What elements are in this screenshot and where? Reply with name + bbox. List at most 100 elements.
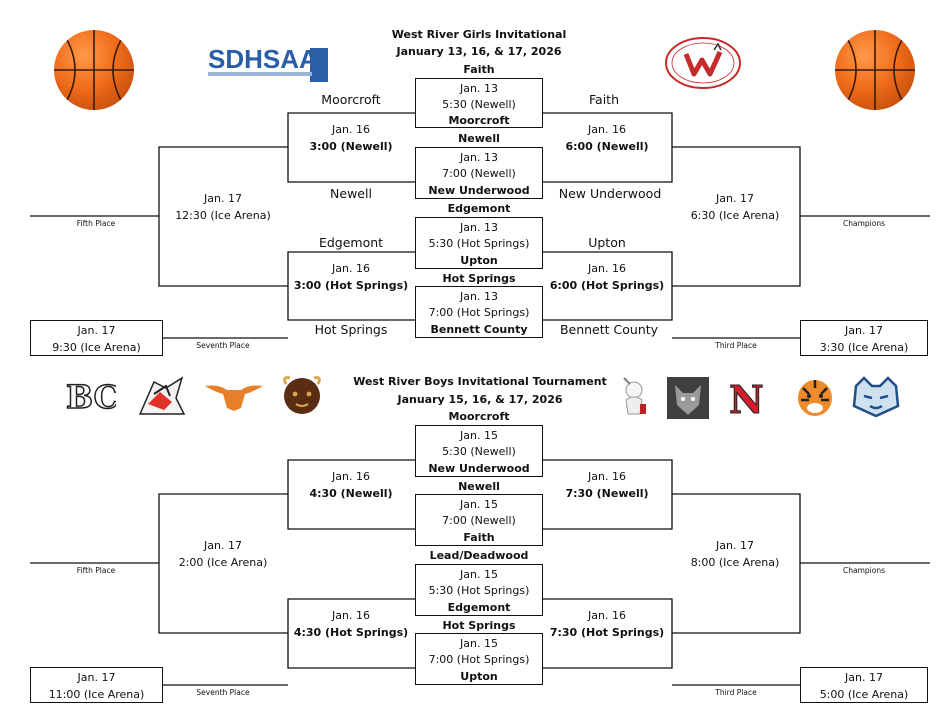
game-date: Jan. 15	[460, 429, 498, 442]
game-time: 7:00 (Newell)	[442, 514, 516, 527]
champions-time: 8:00 (Ice Arena)	[690, 556, 780, 569]
girls-game-1: Jan. 13 5:30 (Newell) Moorcroft	[415, 78, 543, 128]
boys-dates: January 15, 16, & 17, 2026	[397, 393, 563, 406]
fifth-time: 12:30 (Ice Arena)	[175, 209, 271, 222]
boys-team-upton: Upton	[460, 670, 498, 683]
semi-label: Bennett County	[559, 322, 659, 337]
game-date: Jan. 15	[460, 568, 498, 581]
semi-time: 4:30 (Newell)	[309, 487, 393, 500]
girls-team-faith: Faith	[463, 63, 495, 76]
game-time: 5:30 (Hot Springs)	[428, 237, 530, 250]
semi-time: 6:00 (Newell)	[565, 140, 649, 153]
semi-date: Jan. 16	[332, 123, 370, 136]
game-time: 5:30 (Newell)	[442, 98, 516, 111]
semi-label: Edgemont	[318, 235, 384, 250]
boys-game-1: Jan. 15 5:30 (Newell) New Underwood	[415, 425, 543, 477]
boys-team-lead-deadwood: Lead/Deadwood	[429, 549, 529, 562]
boys-team-edgemont: Edgemont	[447, 601, 511, 614]
semi-date: Jan. 16	[332, 470, 370, 483]
girls-game-4: Jan. 13 7:00 (Hot Springs) Bennett Count…	[415, 286, 543, 338]
bobcat-icon	[850, 376, 902, 418]
seventh-time: 11:00 (Ice Arena)	[48, 688, 145, 701]
semi-time: 4:30 (Hot Springs)	[293, 626, 409, 639]
third-time: 3:30 (Ice Arena)	[819, 341, 909, 354]
semi-time: 7:30 (Newell)	[565, 487, 649, 500]
semi-date: Jan. 16	[588, 609, 626, 622]
girls-team-edgemont: Edgemont	[447, 202, 511, 215]
girls-title: West River Girls Invitational	[391, 28, 567, 41]
game-time: 5:30 (Hot Springs)	[428, 584, 530, 597]
third-date: Jan. 17	[845, 324, 883, 337]
boys-team-newell: Newell	[458, 480, 500, 493]
seventh-place-label: Seventh Place	[196, 341, 250, 350]
boys-game-4: Jan. 15 7:00 (Hot Springs) Upton	[415, 633, 543, 685]
boys-team-faith: Faith	[463, 531, 495, 544]
boys-team-moorcroft: Moorcroft	[448, 410, 510, 423]
fifth-place-label: Fifth Place	[76, 219, 116, 228]
fifth-time: 2:00 (Ice Arena)	[178, 556, 268, 569]
boys-title: West River Boys Invitational Tournament	[353, 375, 607, 388]
game-date: Jan. 13	[460, 151, 498, 164]
semi-time: 7:30 (Hot Springs)	[549, 626, 665, 639]
semi-time: 6:00 (Hot Springs)	[549, 279, 665, 292]
game-date: Jan. 13	[460, 221, 498, 234]
tiger-icon	[795, 376, 835, 418]
girls-team-hot-springs: Hot Springs	[442, 272, 516, 285]
semi-label: Hot Springs	[314, 322, 388, 337]
semi-label: Upton	[588, 235, 626, 250]
semi-label: Faith	[589, 92, 619, 107]
fifth-date: Jan. 17	[204, 192, 242, 205]
semi-label: Moorcroft	[321, 92, 381, 107]
third-time: 5:00 (Ice Arena)	[819, 688, 909, 701]
bc-logo: BC	[64, 376, 120, 417]
seventh-place-box: Jan. 17 11:00 (Ice Arena)	[30, 667, 163, 703]
bison-icon	[280, 374, 324, 416]
semi-date: Jan. 16	[588, 470, 626, 483]
third-place-label: Third Place	[715, 341, 757, 350]
game-time: 7:00 (Hot Springs)	[428, 306, 530, 319]
basketball-icon	[54, 30, 134, 110]
wolf-icon	[667, 377, 709, 419]
semi-time: 3:00 (Hot Springs)	[293, 279, 409, 292]
girls-game-3: Jan. 13 5:30 (Hot Springs) Upton	[415, 217, 543, 269]
third-date: Jan. 17	[845, 671, 883, 684]
champions-label: Champions	[843, 566, 885, 575]
game-date: Jan. 13	[460, 82, 498, 95]
boys-team-new-underwood: New Underwood	[428, 462, 530, 475]
semi-label: New Underwood	[558, 186, 662, 201]
girls-dates: January 13, 16, & 17, 2026	[396, 45, 562, 58]
sdhsaa-logo: SDHSAA	[206, 42, 330, 88]
seventh-date: Jan. 17	[77, 324, 116, 337]
semi-date: Jan. 16	[332, 262, 370, 275]
girls-team-newell: Newell	[458, 132, 500, 145]
mascot-icon	[136, 374, 186, 418]
mascot-icon	[616, 374, 654, 418]
boys-game-2: Jan. 15 7:00 (Newell) Faith	[415, 494, 543, 546]
seventh-time: 9:30 (Ice Arena)	[52, 341, 141, 354]
champions-label: Champions	[843, 219, 885, 228]
semi-time: 3:00 (Newell)	[309, 140, 393, 153]
semi-label: Newell	[330, 186, 372, 201]
third-place-label: Third Place	[715, 688, 757, 697]
champions-date: Jan. 17	[716, 192, 754, 205]
game-date: Jan. 15	[460, 498, 498, 511]
svg-text:N: N	[729, 377, 764, 417]
semi-date: Jan. 16	[332, 609, 370, 622]
third-place-box: Jan. 17 5:00 (Ice Arena)	[800, 667, 928, 703]
semi-date: Jan. 16	[588, 123, 626, 136]
third-place-box: Jan. 17 3:30 (Ice Arena)	[800, 320, 928, 356]
boys-team-hot-springs: Hot Springs	[442, 619, 516, 632]
game-time: 7:00 (Newell)	[442, 167, 516, 180]
longhorn-icon	[203, 380, 265, 412]
girls-team-moorcroft: Moorcroft	[448, 114, 510, 127]
sdhsaa-wordmark: SDHSAA	[208, 44, 318, 74]
boys-game-3: Jan. 15 5:30 (Hot Springs) Edgemont	[415, 564, 543, 616]
seventh-place-box: Jan. 17 9:30 (Ice Arena)	[30, 320, 163, 356]
seventh-place-label: Seventh Place	[196, 688, 250, 697]
girls-game-2: Jan. 13 7:00 (Newell) New Underwood	[415, 147, 543, 199]
champions-time: 6:30 (Ice Arena)	[690, 209, 780, 222]
girls-team-upton: Upton	[460, 254, 498, 267]
basketball-icon	[835, 30, 915, 110]
girls-team-new-underwood: New Underwood	[428, 184, 530, 197]
game-time: 5:30 (Newell)	[442, 445, 516, 458]
